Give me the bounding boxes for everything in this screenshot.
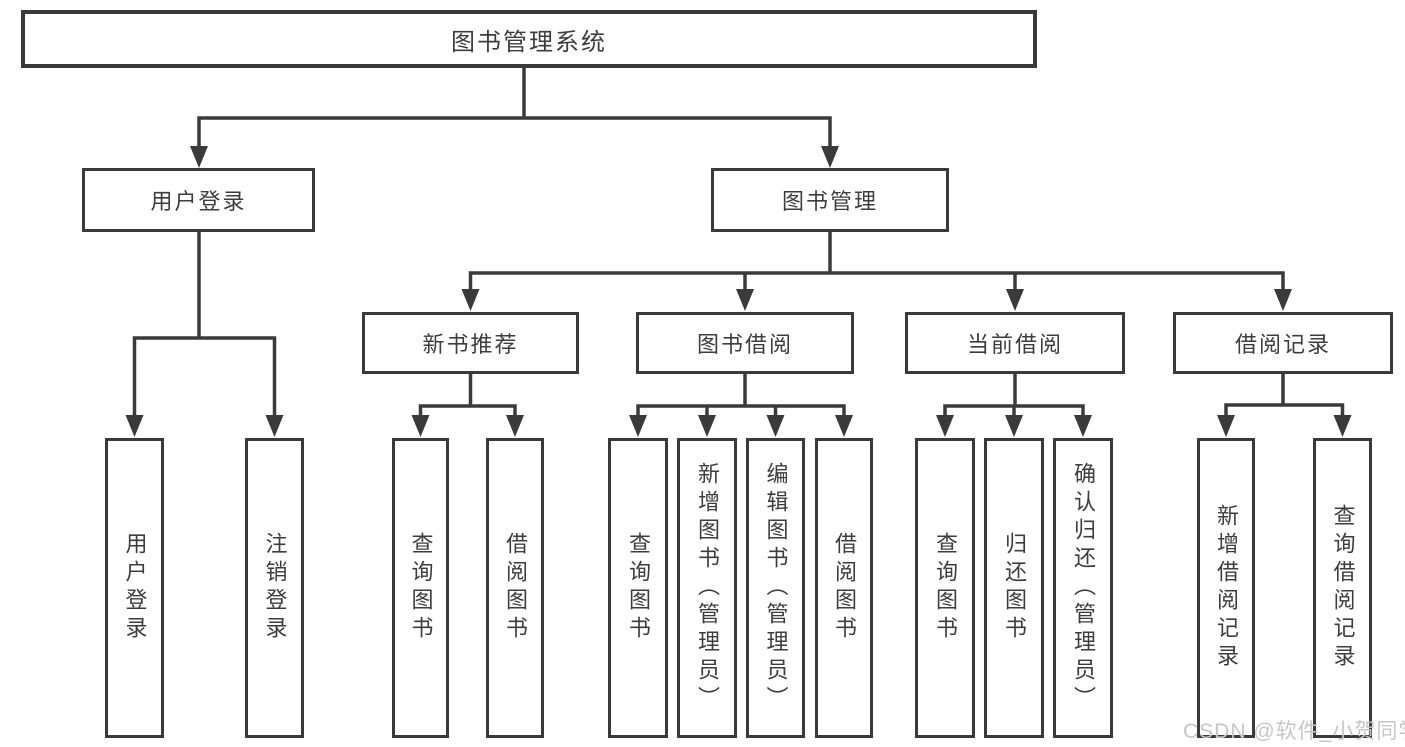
leaf-recommend-query-books-label: 查询图书 — [408, 532, 434, 644]
leaf-user-login: 用户登录 — [105, 438, 164, 738]
leaf-records-query-record-label: 查询借阅记录 — [1330, 504, 1356, 672]
leaf-borrow-query-books: 查询图书 — [608, 438, 668, 738]
leaf-current-confirm-return-admin-label: 确认归还（管理员） — [1071, 462, 1096, 714]
node-user-login: 用户登录 — [82, 168, 315, 232]
node-current-borrow: 当前借阅 — [905, 312, 1125, 374]
leaf-recommend-query-books: 查询图书 — [392, 438, 449, 738]
leaf-current-query-books: 查询图书 — [915, 438, 975, 738]
leaf-borrow-add-books-admin: 新增图书（管理员） — [677, 438, 737, 738]
leaf-logout-label: 注销登录 — [262, 532, 288, 644]
arrowhead-icons — [125, 146, 1352, 437]
leaf-logout: 注销登录 — [245, 438, 304, 738]
leaf-borrow-borrow-books: 借阅图书 — [815, 438, 873, 738]
leaf-borrow-borrow-books-label: 借阅图书 — [832, 532, 857, 644]
leaf-records-query-record: 查询借阅记录 — [1313, 438, 1372, 738]
node-book-borrow-label: 图书借阅 — [696, 332, 793, 357]
leaf-records-add-record: 新增借阅记录 — [1197, 438, 1255, 738]
leaf-recommend-borrow-books: 借阅图书 — [486, 438, 544, 738]
node-borrow-records: 借阅记录 — [1173, 312, 1393, 374]
leaf-current-return-books: 归还图书 — [984, 438, 1044, 738]
leaf-borrow-edit-books-admin: 编辑图书（管理员） — [746, 438, 805, 738]
leaf-current-query-books-label: 查询图书 — [933, 532, 958, 644]
node-new-book-recommend: 新书推荐 — [362, 312, 579, 374]
csdn-watermark: CSDN @软件_小贺同学 — [1183, 720, 1405, 743]
leaf-recommend-borrow-books-label: 借阅图书 — [503, 532, 528, 644]
leaf-borrow-edit-books-admin-label: 编辑图书（管理员） — [763, 462, 789, 714]
node-root-system: 图书管理系统 — [21, 10, 1037, 68]
leaf-user-login-label: 用户登录 — [122, 532, 148, 644]
node-book-management-label: 图书管理 — [781, 189, 878, 214]
node-new-book-recommend-label: 新书推荐 — [422, 332, 519, 357]
node-book-borrow: 图书借阅 — [636, 312, 854, 374]
node-root-label: 图书管理系统 — [451, 28, 607, 56]
leaf-current-confirm-return-admin: 确认归还（管理员） — [1053, 438, 1113, 738]
node-user-login-label: 用户登录 — [150, 189, 247, 214]
leaf-current-return-books-label: 归还图书 — [1002, 532, 1027, 644]
connector-lines — [132, 66, 1345, 419]
node-borrow-records-label: 借阅记录 — [1234, 332, 1331, 357]
leaf-borrow-query-books-label: 查询图书 — [626, 532, 651, 644]
node-book-management: 图书管理 — [711, 168, 949, 232]
leaf-records-add-record-label: 新增借阅记录 — [1214, 504, 1239, 672]
leaf-borrow-add-books-admin-label: 新增图书（管理员） — [695, 462, 720, 714]
node-current-borrow-label: 当前借阅 — [966, 332, 1063, 357]
